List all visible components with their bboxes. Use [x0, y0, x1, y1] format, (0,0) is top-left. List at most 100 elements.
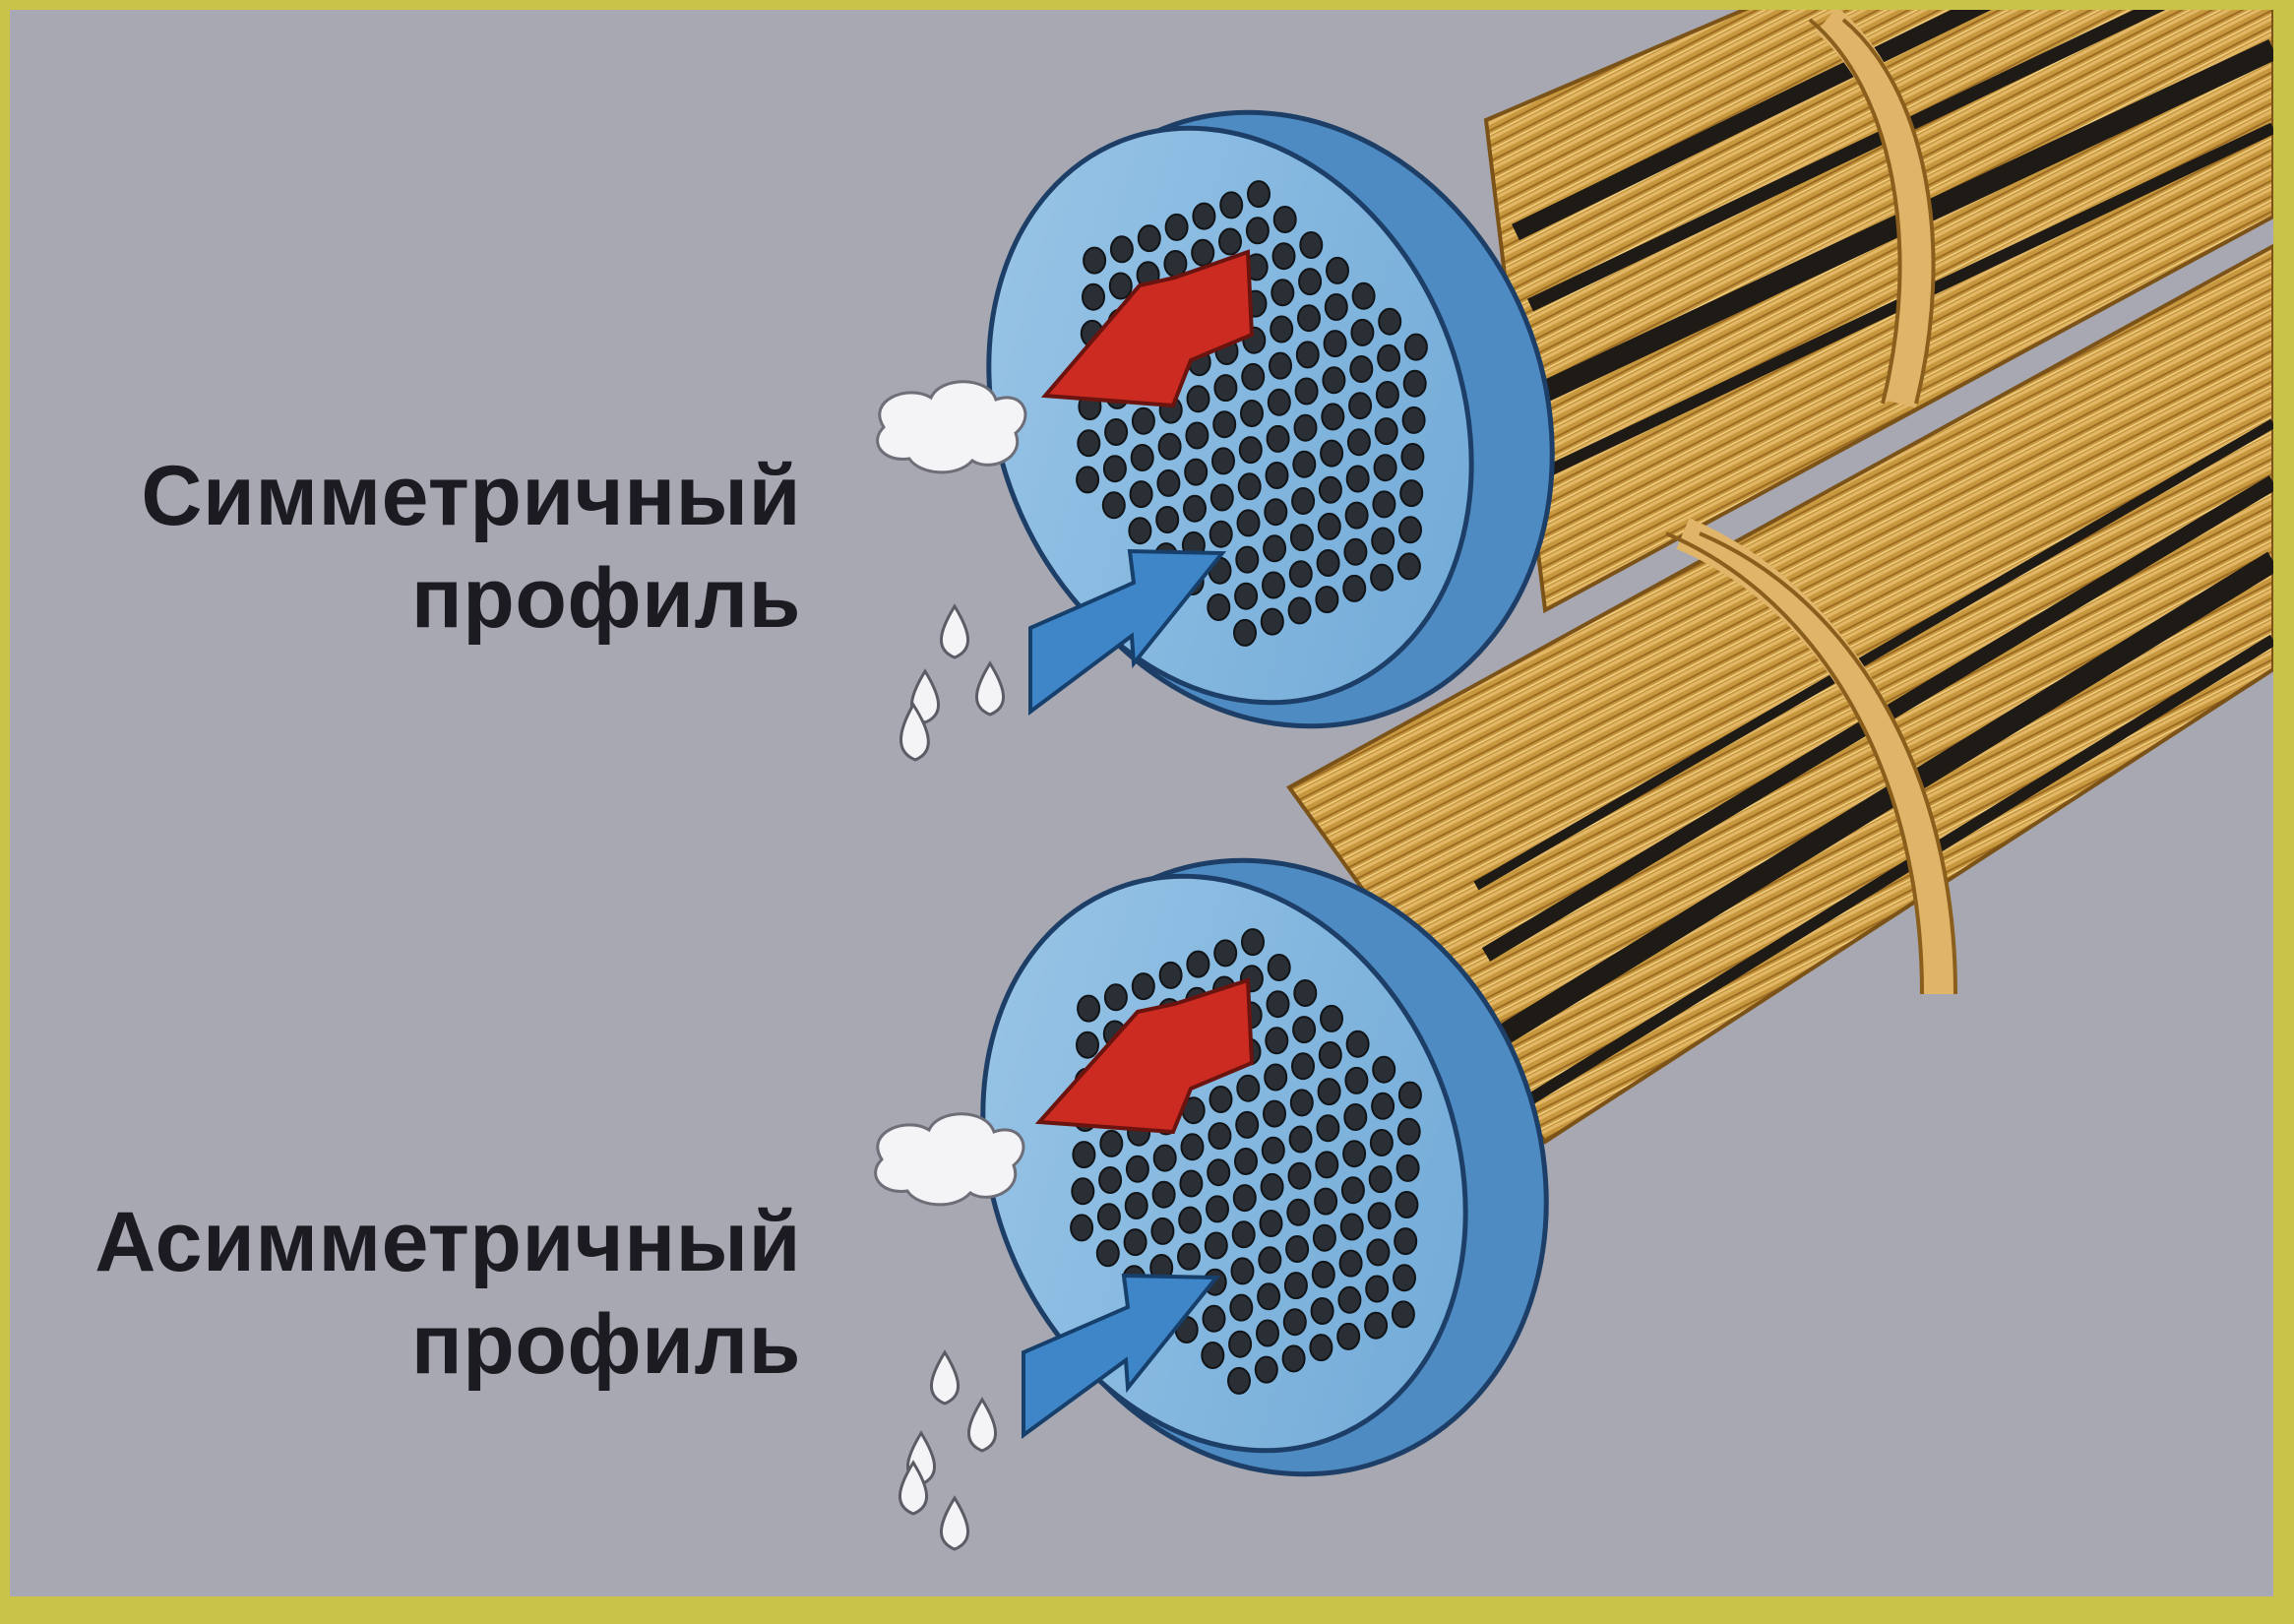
tube-hole: [1261, 1136, 1285, 1164]
tube-hole: [1316, 1114, 1340, 1143]
tube-hole: [1289, 524, 1314, 552]
symmetric-label-line1: Симметричный: [141, 449, 801, 543]
tube-hole: [1310, 1297, 1334, 1325]
tube-hole: [1348, 392, 1373, 420]
tube-hole: [1398, 516, 1422, 544]
tube-hole: [1201, 1342, 1225, 1369]
tube-hole: [1394, 1227, 1418, 1256]
tube-hole: [1374, 417, 1398, 446]
tube-hole: [1371, 1092, 1395, 1120]
tube-hole: [1204, 1231, 1228, 1260]
tube-hole: [1269, 351, 1292, 380]
tube-hole: [1270, 315, 1294, 344]
tube-hole: [1293, 413, 1318, 442]
tube-hole: [1265, 1027, 1289, 1055]
tube-hole: [1207, 593, 1231, 621]
tube-hole: [1235, 545, 1260, 574]
tube-hole: [1371, 527, 1395, 555]
tube-hole: [1185, 421, 1209, 450]
tube-hole: [1237, 472, 1262, 501]
tube-hole: [1375, 381, 1399, 408]
tube-hole: [1396, 1117, 1421, 1146]
tube-hole: [1260, 607, 1284, 636]
tube-hole: [1183, 494, 1207, 523]
tube-hole: [1209, 520, 1233, 548]
tube-hole: [1178, 1206, 1203, 1234]
tube-hole: [1152, 1144, 1177, 1172]
tube-hole: [1366, 1238, 1391, 1267]
tube-hole: [1338, 1249, 1363, 1278]
tube-hole: [1343, 1103, 1368, 1131]
tube-hole: [1317, 1078, 1341, 1106]
upper-tube-sheet: [986, 109, 1555, 729]
tube-hole: [1373, 454, 1397, 482]
tube-hole: [1104, 418, 1129, 446]
tube-hole: [1266, 990, 1290, 1019]
tube-hole: [1082, 282, 1105, 311]
tube-hole: [1202, 1304, 1226, 1333]
tube-hole: [1345, 1030, 1370, 1058]
tube-hole: [1102, 455, 1127, 483]
tube-hole: [1286, 1198, 1311, 1226]
tube-hole: [1155, 506, 1180, 533]
tube-hole: [1288, 560, 1313, 589]
water-droplet-icon: [899, 1349, 997, 1551]
asymmetric-label-line2: профиль: [410, 1297, 801, 1392]
tube-hole: [1395, 1154, 1420, 1182]
tube-hole: [1344, 501, 1369, 530]
tube-hole: [1370, 563, 1395, 592]
tube-hole: [1395, 1191, 1419, 1218]
tube-hole: [1256, 1319, 1279, 1347]
tube-hole: [1238, 436, 1263, 465]
tube-hole: [1131, 406, 1155, 435]
tube-hole: [1206, 1195, 1229, 1223]
tube-hole: [1364, 1311, 1389, 1340]
tube-hole: [1128, 517, 1152, 545]
tube-hole: [1099, 1129, 1124, 1157]
tube-hole: [1314, 1187, 1338, 1216]
tube-hole: [1287, 596, 1312, 625]
tube-hole: [1209, 1086, 1233, 1113]
tube-hole: [1342, 574, 1367, 602]
tube-hole: [1177, 1242, 1201, 1271]
tube-hole: [1324, 293, 1348, 321]
tube-hole: [1312, 1223, 1336, 1252]
tube-hole: [1208, 1122, 1232, 1151]
tube-hole: [1108, 272, 1133, 300]
tube-hole: [1399, 479, 1424, 508]
tube-hole: [1294, 377, 1319, 406]
tube-hole: [1393, 1264, 1416, 1292]
tube-hole: [1232, 1184, 1257, 1213]
tube-hole: [1315, 586, 1339, 614]
tube-hole: [1339, 1213, 1364, 1241]
tube-hole: [1233, 618, 1257, 647]
tube-hole: [1264, 1063, 1288, 1092]
tube-hole: [1229, 1293, 1254, 1322]
tube-hole: [1317, 512, 1341, 540]
tube-hole: [1345, 465, 1370, 493]
tube-hole: [1346, 428, 1371, 457]
tube-hole: [1218, 227, 1242, 256]
tube-hole: [1191, 238, 1215, 267]
tube-hole: [1241, 928, 1265, 957]
tube-hole: [1151, 1180, 1176, 1209]
tube-hole: [1095, 1239, 1120, 1268]
tube-hole: [1336, 1322, 1361, 1350]
upper-module: [876, 10, 2273, 762]
tube-hole: [1101, 491, 1126, 520]
tube-hole: [1365, 1275, 1390, 1303]
tube-hole: [1179, 1169, 1204, 1198]
tube-hole: [1283, 1272, 1308, 1300]
tube-hole: [1298, 268, 1323, 296]
tube-hole: [1282, 1308, 1307, 1337]
tube-hole: [1369, 1129, 1394, 1156]
symmetric-label-line2: профиль: [410, 551, 801, 646]
tube-hole: [1287, 1161, 1312, 1190]
tube-hole: [1391, 1300, 1415, 1329]
tube-hole: [1234, 582, 1259, 610]
tube-hole: [1266, 424, 1290, 453]
tube-hole: [1124, 1192, 1148, 1219]
tube-hole: [1230, 1257, 1255, 1285]
tube-hole: [1213, 374, 1238, 403]
red-arrow-out-icon: [1034, 977, 1255, 1135]
